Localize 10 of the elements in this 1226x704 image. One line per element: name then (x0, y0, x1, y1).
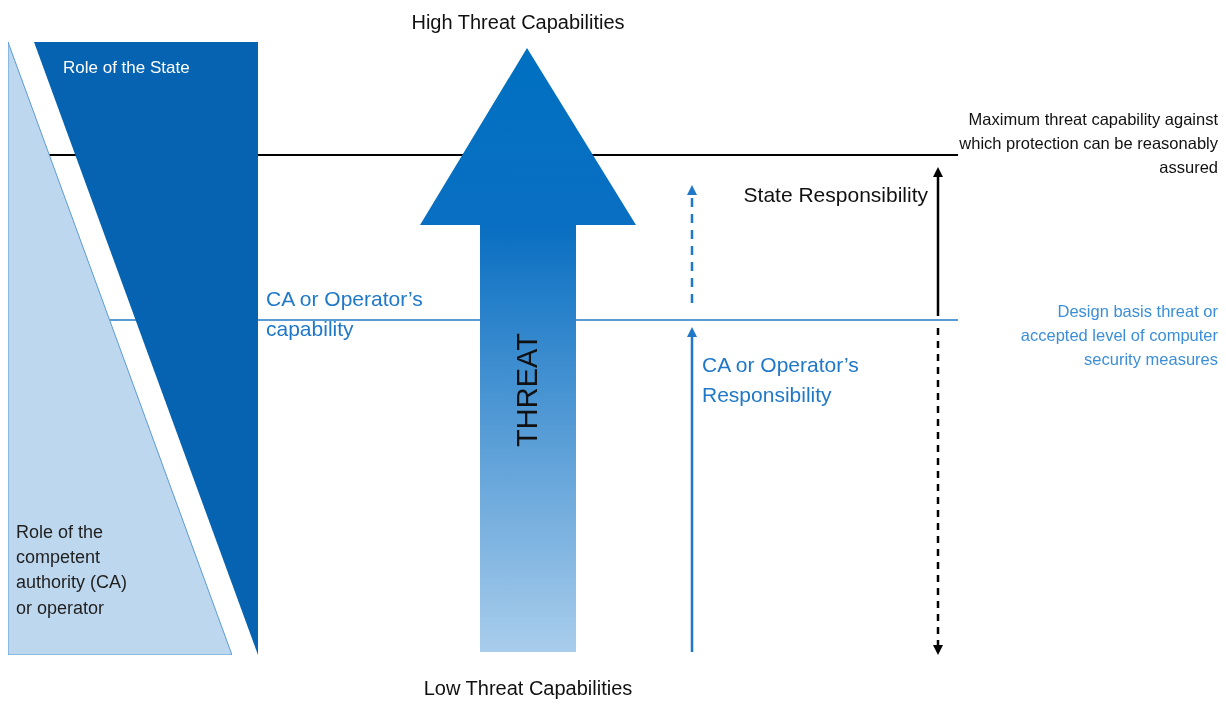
shape-label: Role of the competent authority (CA) or operator (16, 521, 129, 620)
axis-label: Low Threat Capabilities (422, 676, 634, 701)
threshold-note: Maximum threat capability against which protection can be reasonably assured (958, 109, 1218, 178)
shape-label: Role of the State (63, 57, 191, 79)
threshold-note: Design basis threat or accepted level of computer security measures (1019, 301, 1218, 370)
responsibility-label: CA or Operator’s Responsibility (702, 352, 860, 409)
axis-label: High Threat Capabilities (410, 10, 626, 35)
responsibility-label: State Responsibility (742, 182, 928, 208)
arrow-label: THREAT (510, 333, 544, 447)
capability-label: CA or Operator’s capability (266, 286, 424, 343)
